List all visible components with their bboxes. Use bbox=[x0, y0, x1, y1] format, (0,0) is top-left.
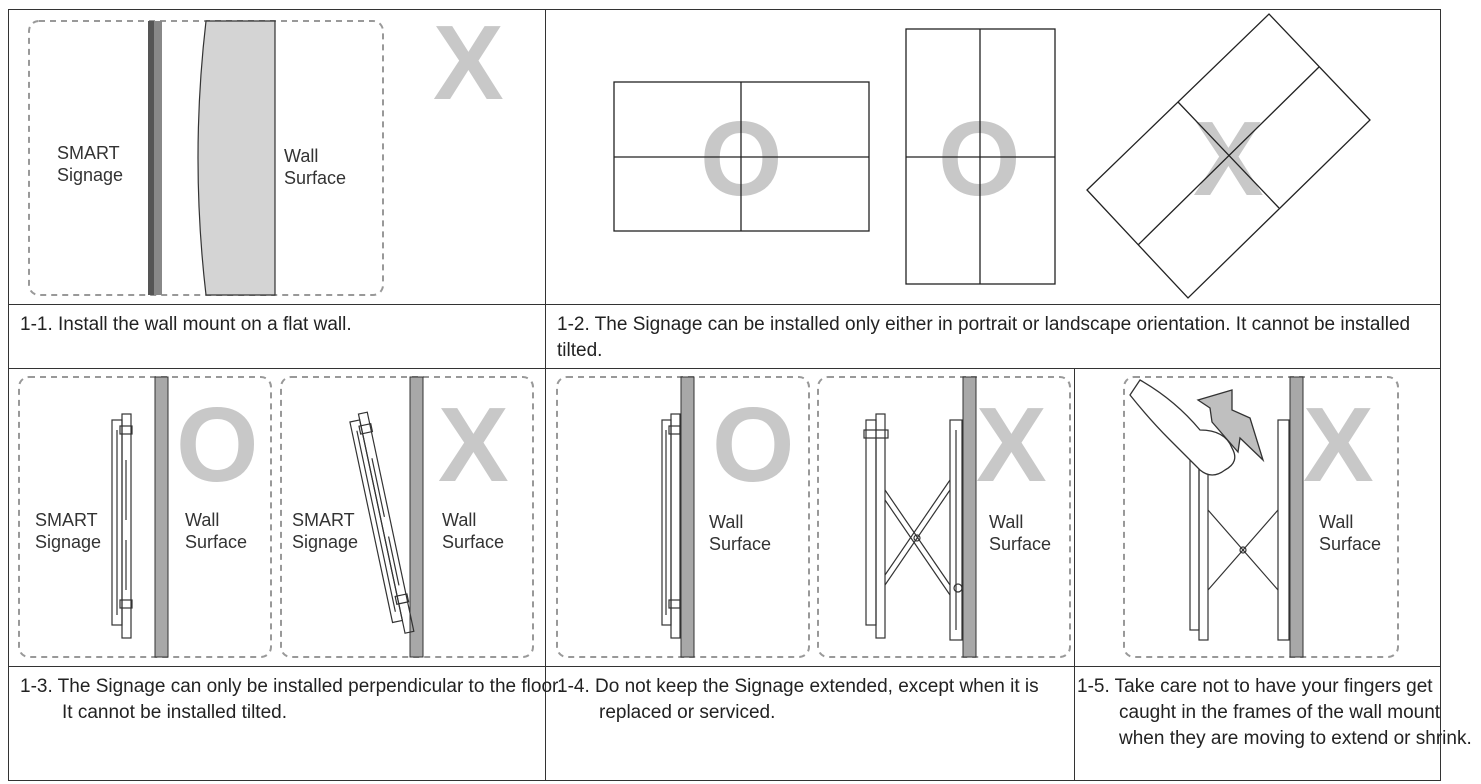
vertical-mount bbox=[111, 413, 133, 639]
table-border-top bbox=[8, 9, 1441, 10]
o-mark-icon: O bbox=[938, 100, 1021, 218]
extended-illustration bbox=[556, 376, 1071, 658]
table-border-right bbox=[1440, 9, 1441, 781]
column-divider bbox=[1074, 368, 1075, 781]
signage-label: SMART Signage bbox=[57, 143, 124, 185]
tilted-grid bbox=[1086, 13, 1371, 299]
perpendicular-illustration bbox=[18, 376, 534, 658]
orientation-illustration bbox=[613, 13, 1371, 299]
caption-1-2: 1-2. The Signage can be installed only e… bbox=[557, 314, 1411, 361]
row-divider bbox=[8, 368, 1441, 369]
retracted-mount bbox=[661, 413, 681, 639]
x-mark-icon: X bbox=[438, 386, 509, 504]
x-mark-icon: X bbox=[976, 386, 1047, 504]
wall-label: Wall Surface bbox=[442, 510, 505, 552]
row-divider bbox=[8, 666, 1441, 667]
x-mark-icon: X bbox=[433, 4, 504, 122]
wall-label: Wall Surface bbox=[284, 146, 347, 188]
caption-1-4: 1-4. Do not keep the Signage extended, e… bbox=[557, 676, 1039, 723]
extended-mount bbox=[863, 413, 963, 641]
signage-label: SMART Signage bbox=[292, 510, 359, 552]
row-divider bbox=[8, 304, 1441, 305]
lightning-icon bbox=[1196, 389, 1265, 463]
caption-1-3: 1-3. The Signage can only be installed p… bbox=[20, 676, 563, 723]
x-mark-icon: X bbox=[1193, 100, 1264, 218]
wall-label: Wall Surface bbox=[1319, 512, 1382, 554]
portrait-grid bbox=[905, 28, 1056, 285]
o-mark-icon: O bbox=[176, 386, 259, 504]
tilted-mount bbox=[349, 411, 415, 634]
x-mark-icon: X bbox=[1303, 386, 1374, 504]
wall-label: Wall Surface bbox=[709, 512, 772, 554]
table-border-left bbox=[8, 9, 9, 781]
o-mark-icon: O bbox=[712, 386, 795, 504]
landscape-grid bbox=[613, 81, 870, 232]
table-border-bottom bbox=[8, 780, 1441, 781]
hand-icon bbox=[1129, 379, 1236, 476]
caption-1-5: 1-5. Take care not to have your fingers … bbox=[1077, 676, 1472, 749]
finger-caution-illustration bbox=[1123, 376, 1399, 658]
flat-wall-illustration bbox=[28, 20, 384, 296]
column-divider bbox=[545, 9, 546, 781]
caption-1-1: 1-1. Install the wall mount on a flat wa… bbox=[20, 314, 352, 335]
wall-label: Wall Surface bbox=[989, 512, 1052, 554]
signage-label: SMART Signage bbox=[35, 510, 102, 552]
wall-label: Wall Surface bbox=[185, 510, 248, 552]
